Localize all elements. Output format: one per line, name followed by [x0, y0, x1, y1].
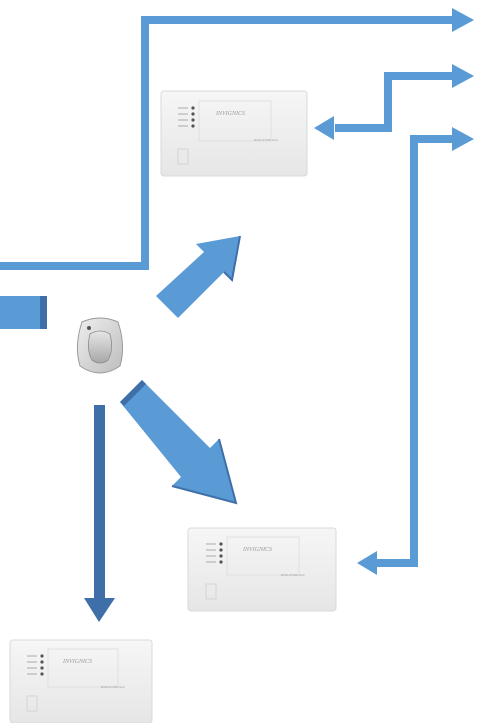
hub-model: EVOLUTION Hub [254, 138, 278, 142]
arrowhead-icon [84, 598, 115, 622]
hub-top: INVIGNICS EVOLUTION Hub [160, 90, 308, 177]
arrowhead-icon [452, 8, 474, 32]
block-arrow-left [0, 296, 47, 329]
connector-top [0, 8, 474, 270]
port-icon [177, 148, 189, 165]
led-icon [206, 542, 223, 564]
hub-brand: INVIGNICS [242, 547, 272, 553]
hub-model: EVOLUTION Hub [281, 573, 305, 577]
block-arrow-up-right [156, 235, 241, 322]
connector-hub-top [314, 64, 474, 140]
connector-to-bottom-hub [84, 405, 115, 622]
port-icon [205, 583, 217, 600]
port-icon [26, 695, 38, 712]
arrowhead-icon [452, 127, 474, 151]
hub-model: EVOLUTION Hub [101, 685, 125, 689]
arrowhead-icon [357, 551, 377, 575]
hub-middle: INVIGNICS EVOLUTION Hub [187, 527, 337, 612]
arrowhead-icon [314, 116, 334, 140]
hub-brand: INVIGNICS [215, 111, 245, 117]
led-icon [27, 654, 44, 676]
arrowhead-icon [452, 64, 474, 88]
hub-brand: INVIGNICS [62, 659, 92, 665]
hub-bottom: INVIGNICS EVOLUTION Hub [9, 639, 153, 723]
connector-hub-middle [357, 127, 474, 575]
pendant-button-icon [76, 317, 124, 374]
led-icon [178, 106, 195, 128]
block-arrow-down-right [120, 380, 238, 505]
